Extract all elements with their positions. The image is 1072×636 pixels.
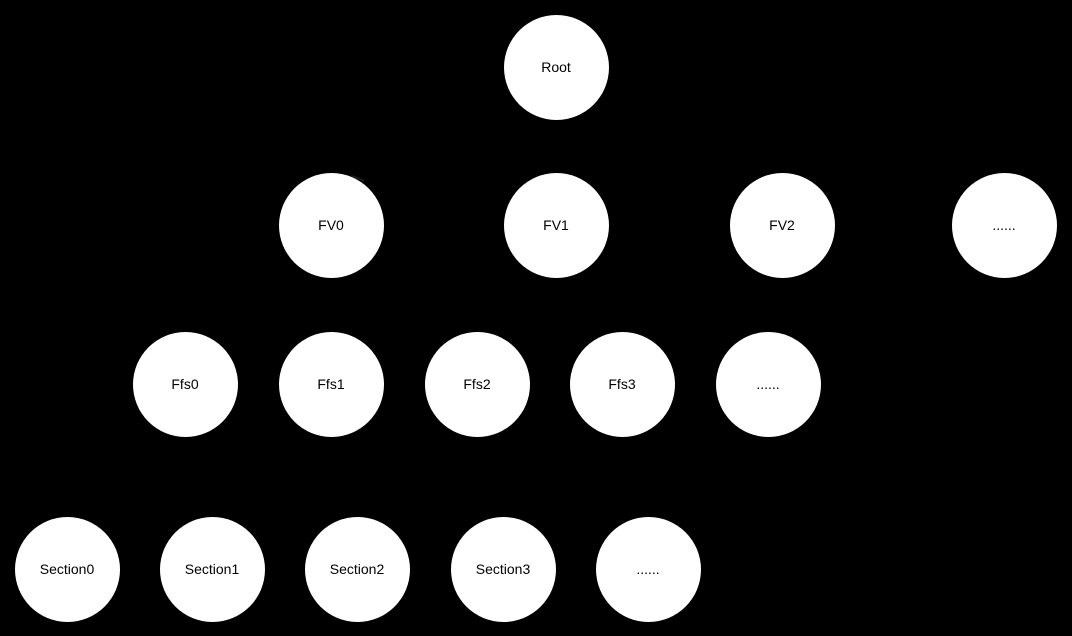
node-fv1: FV1 xyxy=(503,172,609,278)
node-ffs0: Ffs0 xyxy=(132,331,238,437)
node-root: Root xyxy=(503,14,609,120)
node-ffs-ellipsis: ...... xyxy=(715,331,821,437)
node-section2: Section2 xyxy=(304,516,410,622)
node-ffs2: Ffs2 xyxy=(424,331,530,437)
node-fv0: FV0 xyxy=(278,172,384,278)
node-section-ellipsis: ...... xyxy=(595,516,701,622)
node-section1: Section1 xyxy=(159,516,265,622)
node-section0: Section0 xyxy=(14,516,120,622)
node-ffs1: Ffs1 xyxy=(278,331,384,437)
node-fv-ellipsis: ...... xyxy=(951,172,1057,278)
node-ffs3: Ffs3 xyxy=(569,331,675,437)
node-section3: Section3 xyxy=(450,516,556,622)
node-fv2: FV2 xyxy=(729,172,835,278)
